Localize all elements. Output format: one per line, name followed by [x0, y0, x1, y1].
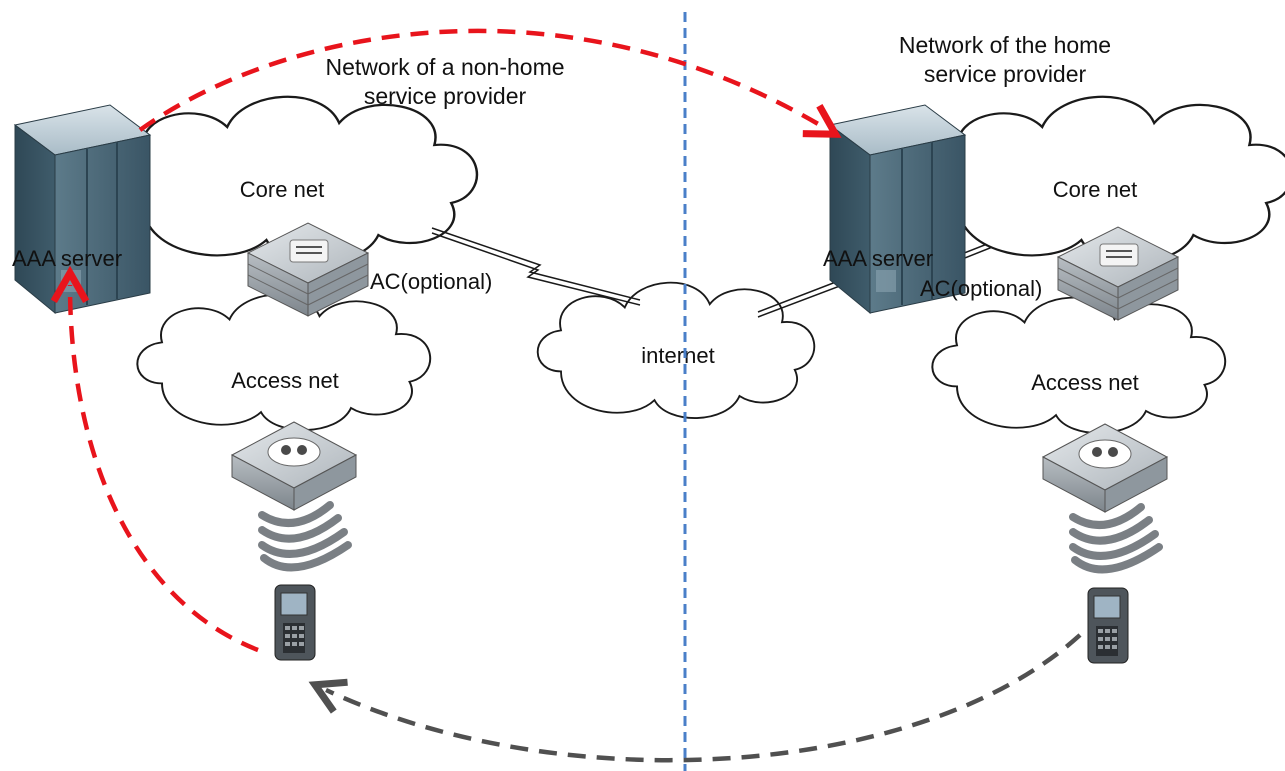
- right-access-point-icon: [1041, 423, 1169, 513]
- right-wireless-signal-icon: [1069, 503, 1163, 574]
- right-aaa-server-icon: [828, 104, 967, 315]
- left-network: Core net Access net AAA server: [12, 54, 565, 661]
- red-arrow-left-to-right-aaa: [138, 28, 842, 138]
- internet-label: internet: [641, 343, 714, 368]
- left-mobile-phone-icon: [274, 584, 316, 661]
- right-core-net-label: Core net: [1053, 177, 1137, 202]
- left-core-net-label: Core net: [240, 177, 324, 202]
- right-access-net-cloud: [931, 296, 1227, 435]
- right-access-net-label: Access net: [1031, 370, 1139, 395]
- left-access-net-label: Access net: [231, 368, 339, 393]
- left-wireless-signal-icon: [258, 501, 352, 572]
- left-network-title-line1: Network of a non-home: [325, 54, 564, 80]
- gray-arrow-roaming-path: [308, 633, 1082, 763]
- right-ac-device-icon: [1056, 226, 1180, 321]
- right-ac-label: AC(optional): [920, 276, 1042, 301]
- left-access-point-icon: [230, 421, 358, 511]
- right-network-title-line2: service provider: [924, 61, 1087, 87]
- left-aaa-server-icon: [13, 104, 152, 315]
- left-network-title-line2: service provider: [364, 83, 527, 109]
- left-access-net-cloud: [136, 293, 432, 432]
- right-mobile-phone-icon: [1087, 587, 1129, 664]
- right-network: Core net Access net AAA server AC(op: [823, 32, 1285, 664]
- left-ac-label: AC(optional): [370, 269, 492, 294]
- left-aaa-server-label: AAA server: [12, 246, 122, 271]
- left-internet-link: [431, 227, 641, 306]
- right-network-title-line1: Network of the home: [899, 32, 1111, 58]
- left-ac-device-icon: [246, 222, 370, 317]
- right-aaa-server-label: AAA server: [823, 246, 933, 271]
- red-arrow-phone-to-left-aaa: [50, 265, 259, 653]
